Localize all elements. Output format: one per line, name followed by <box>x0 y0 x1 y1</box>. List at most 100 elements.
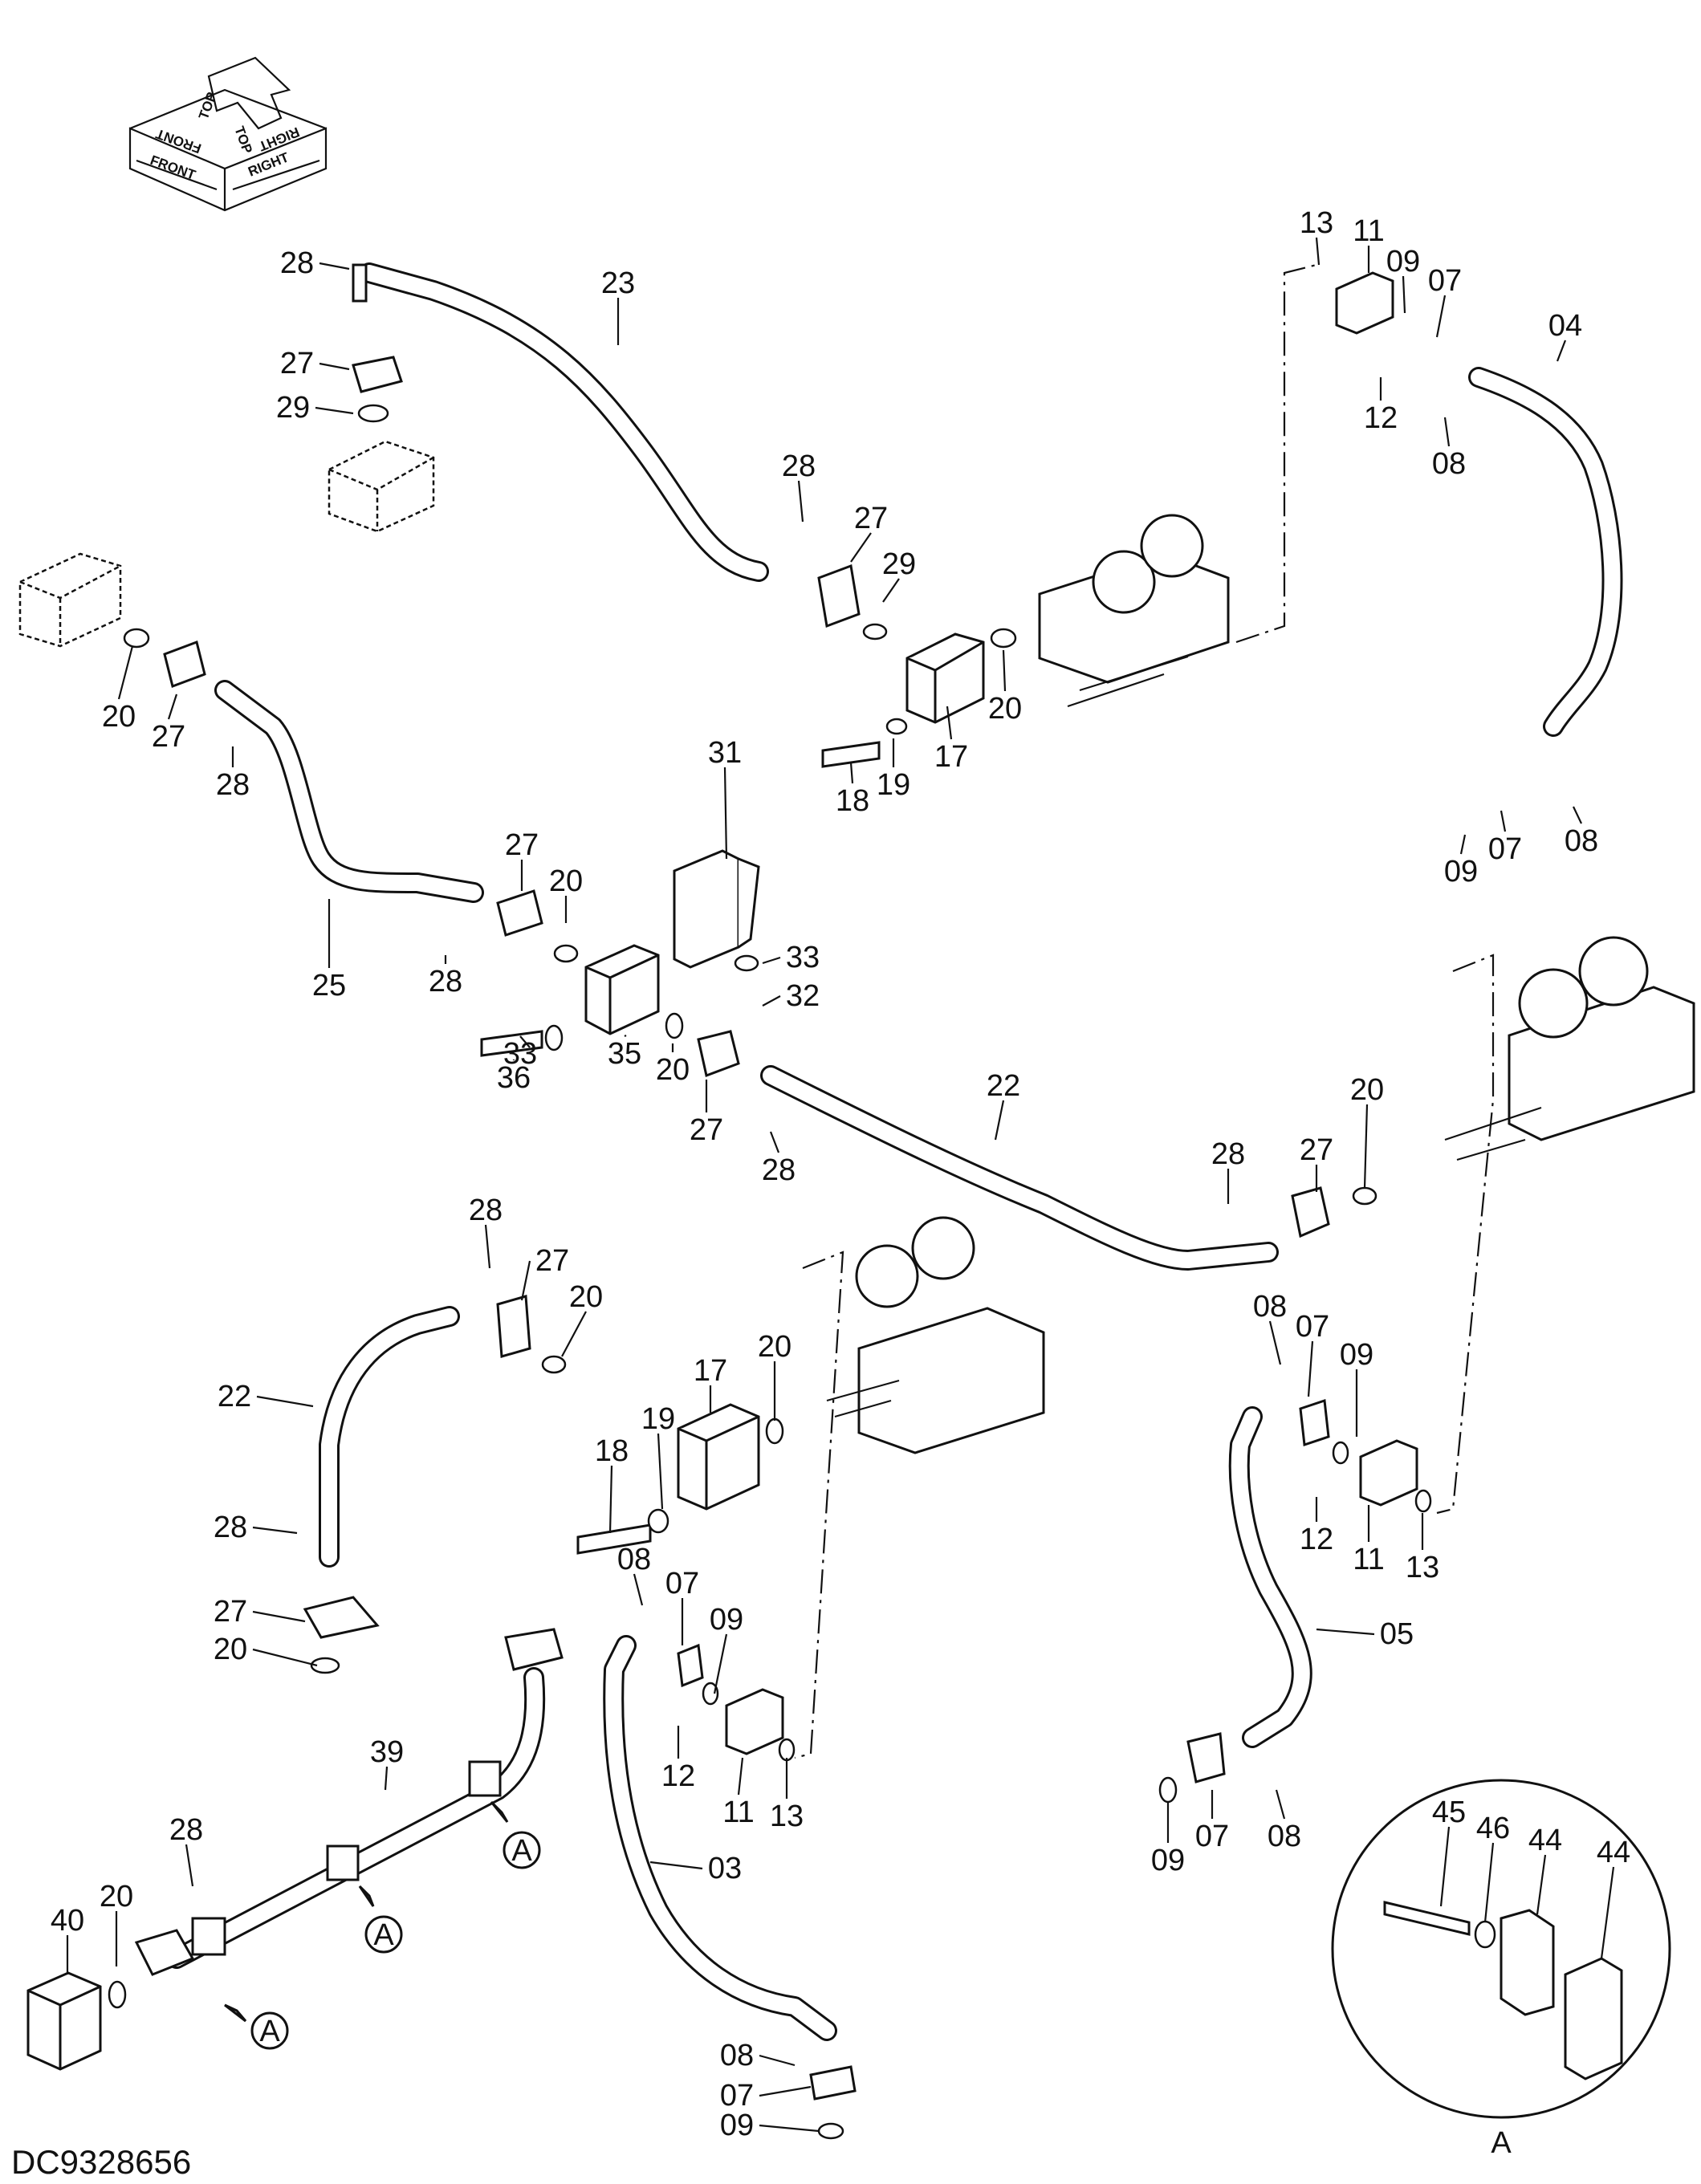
leader-line-22 <box>256 1395 314 1408</box>
leader-line-08 <box>633 1573 644 1606</box>
part-label-44: 44 <box>1528 1824 1562 1857</box>
part-label-33: 33 <box>503 1037 537 1071</box>
part-label-07: 07 <box>1195 1820 1229 1853</box>
leader-line-44 <box>1600 1866 1615 1959</box>
part-label-07: 07 <box>665 1567 699 1600</box>
part-label-31: 31 <box>708 736 742 770</box>
part-label-28: 28 <box>214 1511 247 1544</box>
block-40 <box>26 1971 102 2071</box>
hose-25 <box>214 680 484 903</box>
block-17-upper <box>905 632 985 724</box>
part-label-08: 08 <box>1253 1290 1287 1324</box>
leader-line-27 <box>520 1260 531 1301</box>
flange-39 <box>134 1628 564 1976</box>
part-label-27: 27 <box>535 1244 569 1278</box>
leader-line-32 <box>762 995 781 1007</box>
part-label-11: 11 <box>722 1796 754 1829</box>
callout-a-text-3: A <box>259 2015 280 2048</box>
part-label-28: 28 <box>216 768 250 802</box>
manifold-block-left <box>18 552 122 648</box>
part-label-45: 45 <box>1432 1796 1466 1829</box>
hose-23 <box>359 262 769 582</box>
leader-line-20 <box>561 1311 587 1357</box>
part-label-18: 18 <box>595 1434 629 1468</box>
part-label-20: 20 <box>100 1880 133 1914</box>
leader-line-20 <box>1363 1104 1369 1189</box>
part-label-25: 25 <box>312 969 346 1003</box>
leader-line-08 <box>1443 417 1451 447</box>
valve-assembly-right <box>1436 936 1695 1515</box>
orientation-icon: FRONT FRONT TOP TOP RIGHT RIGHT <box>128 56 328 212</box>
part-label-20: 20 <box>569 1280 603 1314</box>
block-11-right <box>1359 1439 1418 1507</box>
leader-line-09 <box>1402 275 1406 314</box>
part-label-07: 07 <box>720 2079 754 2113</box>
part-label-12: 12 <box>661 1759 695 1793</box>
part-label-46: 46 <box>1476 1812 1510 1845</box>
bracket-31 <box>673 849 760 969</box>
part-label-09: 09 <box>1444 855 1478 889</box>
part-label-40: 40 <box>51 1904 84 1938</box>
leader-line-27 <box>319 362 350 371</box>
part-label-03: 03 <box>708 1852 742 1885</box>
part-label-08: 08 <box>720 2039 754 2072</box>
orientation-right-upper: RIGHT <box>256 124 302 154</box>
valve-assembly-lower <box>794 1216 1045 1759</box>
part-label-28: 28 <box>280 246 314 280</box>
leader-line-28 <box>484 1224 491 1269</box>
leader-line-44 <box>1536 1854 1547 1915</box>
drawing-code: DC9328656 <box>11 2143 191 2181</box>
part-label-20: 20 <box>214 1633 247 1666</box>
part-label-19: 19 <box>641 1402 675 1436</box>
part-label-29: 29 <box>882 547 916 581</box>
part-label-44: 44 <box>1597 1836 1630 1869</box>
leader-line-45 <box>1439 1826 1451 1907</box>
callout-a-circle-1 <box>503 1831 541 1869</box>
detail-view-a <box>1331 1779 1671 2119</box>
valve-assembly-upper <box>1038 263 1317 708</box>
leader-line-29 <box>882 578 900 603</box>
part-label-08: 08 <box>1268 1820 1301 1853</box>
leader-line-20 <box>252 1648 318 1667</box>
part-label-20: 20 <box>656 1053 690 1087</box>
leader-line-20 <box>1002 649 1007 692</box>
leader-line-09 <box>713 1633 728 1694</box>
block-11-lower <box>725 1688 784 1755</box>
leader-line-33 <box>519 1035 531 1048</box>
leader-line-18 <box>849 762 854 784</box>
part-label-09: 09 <box>1386 245 1420 279</box>
part-label-36: 36 <box>497 1061 531 1095</box>
leader-line-28 <box>769 1131 780 1153</box>
part-label-09: 09 <box>720 2109 754 2142</box>
leader-line-39 <box>384 1766 389 1791</box>
hose-04 <box>1468 367 1623 737</box>
leader-line-46 <box>1483 1842 1495 1923</box>
part-label-05: 05 <box>1380 1617 1414 1651</box>
leader-line-09 <box>1459 834 1467 855</box>
part-label-33: 33 <box>786 941 820 974</box>
part-label-22: 22 <box>987 1069 1020 1103</box>
part-label-09: 09 <box>1340 1338 1373 1372</box>
part-label-20: 20 <box>102 700 136 734</box>
part-label-27: 27 <box>1300 1133 1333 1167</box>
part-label-12: 12 <box>1364 401 1398 435</box>
part-label-35: 35 <box>608 1037 641 1071</box>
part-label-08: 08 <box>617 1543 651 1576</box>
leader-line-28 <box>797 480 804 523</box>
part-label-27: 27 <box>854 502 888 535</box>
leader-line-20 <box>117 645 134 700</box>
part-label-27: 27 <box>505 828 539 862</box>
part-label-09: 09 <box>710 1603 743 1637</box>
part-label-28: 28 <box>429 965 462 998</box>
part-label-07: 07 <box>1488 832 1522 866</box>
part-label-23: 23 <box>601 266 635 300</box>
hose-22-lower <box>319 1306 460 1568</box>
part-label-39: 39 <box>370 1735 404 1769</box>
part-label-04: 04 <box>1548 309 1582 343</box>
orientation-top-right: TOP <box>231 124 255 156</box>
part-label-08: 08 <box>1432 447 1466 481</box>
leader-line-07 <box>1435 295 1447 338</box>
part-label-20: 20 <box>758 1330 791 1364</box>
